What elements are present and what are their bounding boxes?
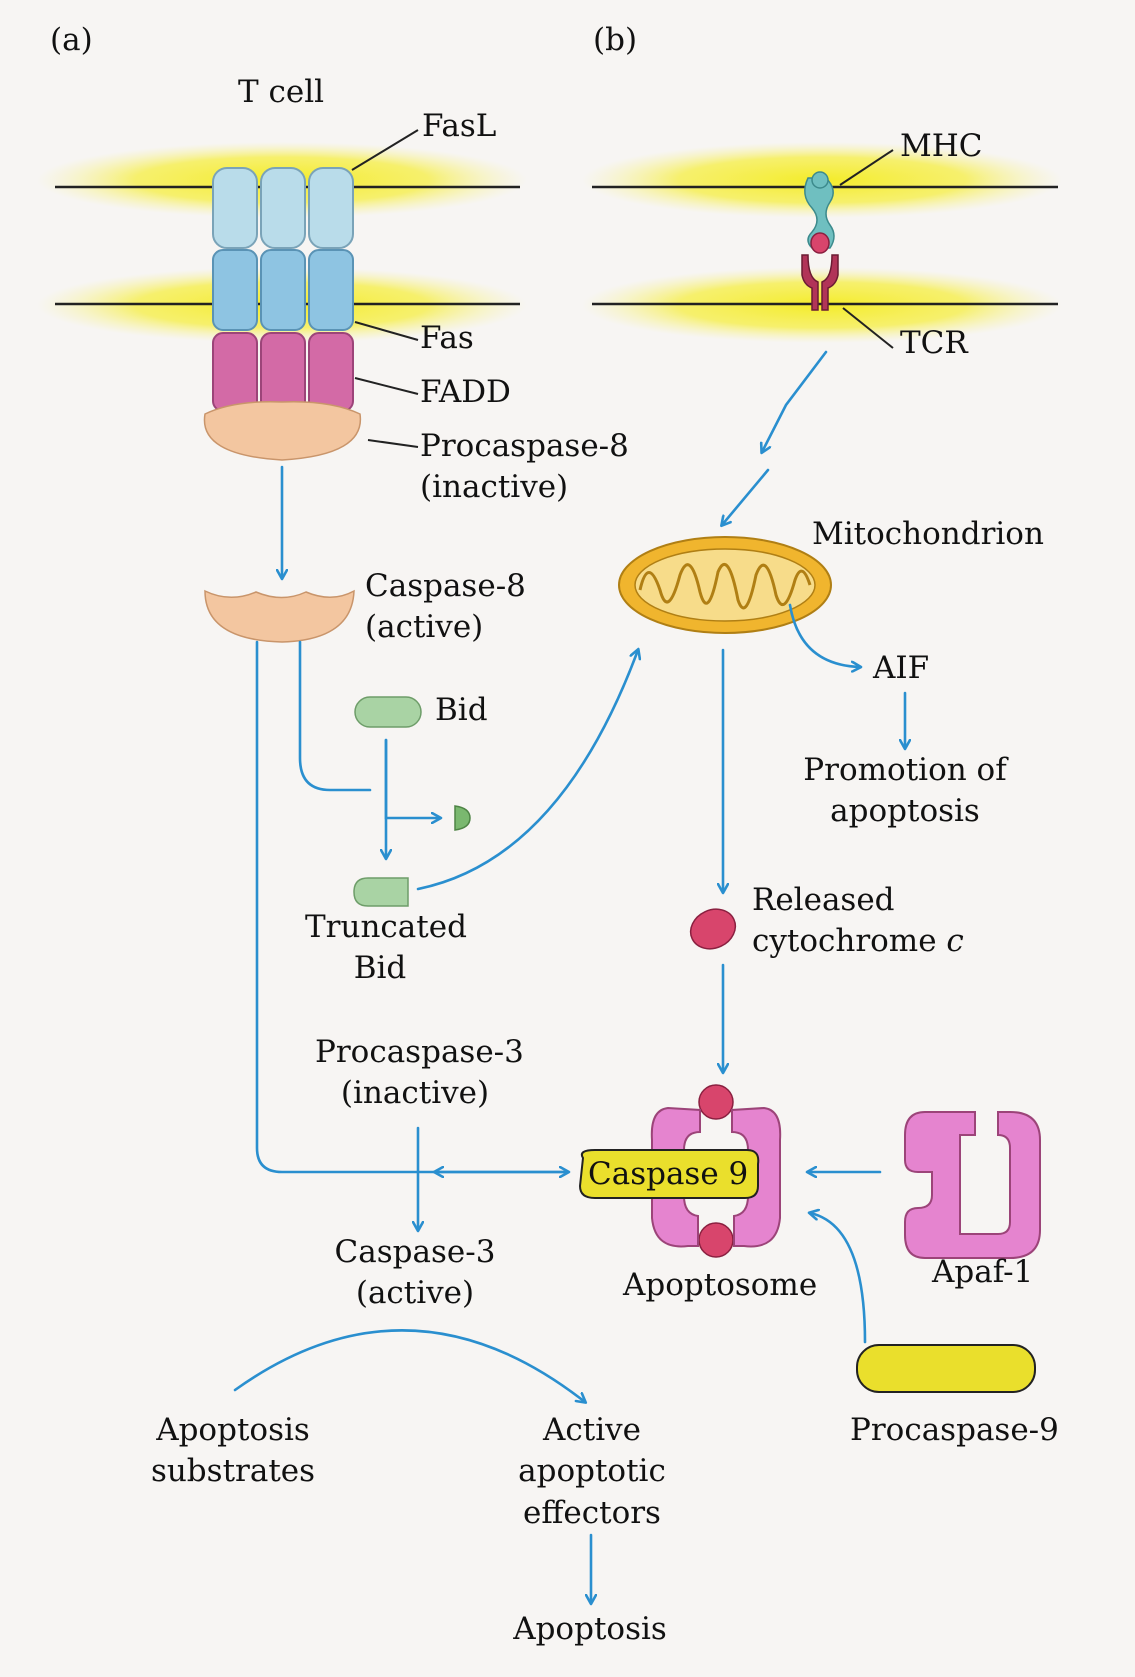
effectors-label: Active apoptotic effectors <box>518 1412 666 1531</box>
apaf1-shape <box>904 1111 1041 1259</box>
fadd-trimer <box>212 332 354 412</box>
leader-lines <box>351 129 894 448</box>
cytochrome-c-shape <box>689 908 737 950</box>
apoptosome-shape <box>578 1084 782 1258</box>
tcr-molecule <box>801 254 839 311</box>
apaf1-label: Apaf-1 <box>932 1254 1034 1290</box>
bid-shape <box>354 696 422 728</box>
fadd-label: FADD <box>420 374 511 410</box>
cytochrome-c-label: Released cytochrome c <box>752 882 964 960</box>
caspase9-label: Caspase 9 <box>588 1156 749 1192</box>
apoptosome-label: Apoptosome <box>623 1267 818 1303</box>
panel-b-label: (b) <box>593 22 638 58</box>
mitochondrion-shape <box>618 536 832 634</box>
panel-a-label: (a) <box>50 22 93 58</box>
procaspase8-shape <box>203 401 362 461</box>
mhc-molecule <box>804 171 835 254</box>
fas-label: Fas <box>420 320 474 356</box>
mhc-label: MHC <box>900 128 983 164</box>
pathway-arrows <box>233 350 905 1603</box>
bid-label: Bid <box>435 692 488 728</box>
procaspase9-label: Procaspase-9 <box>850 1412 1059 1448</box>
aif-label: AIF <box>873 650 930 686</box>
caspase8-shape <box>204 589 355 643</box>
truncated-bid-shape <box>353 877 409 907</box>
fasl-label: FasL <box>422 108 497 144</box>
procaspase9-shape <box>856 1344 1036 1393</box>
truncated-bid-label: Truncated Bid <box>305 909 467 987</box>
tcr-label: TCR <box>900 325 968 361</box>
procaspase8-label: Procaspase-8 (inactive) <box>420 428 629 506</box>
mitochondrion-label: Mitochondrion <box>812 516 1044 552</box>
substrates-label: Apoptosis substrates <box>150 1412 316 1490</box>
procaspase3-label: Procaspase-3 (inactive) <box>315 1034 524 1112</box>
t-cell-label: T cell <box>238 74 325 110</box>
promotion-label: Promotion of apoptosis <box>803 752 1007 830</box>
fas-trimer <box>212 249 354 331</box>
fasl-trimer <box>212 167 354 249</box>
caspase3-label: Caspase-3 (active) <box>334 1234 496 1312</box>
caspase8-label: Caspase-8 (active) <box>365 568 526 646</box>
bid-fragment-shape <box>454 805 471 831</box>
apoptosis-label: Apoptosis <box>513 1611 667 1647</box>
